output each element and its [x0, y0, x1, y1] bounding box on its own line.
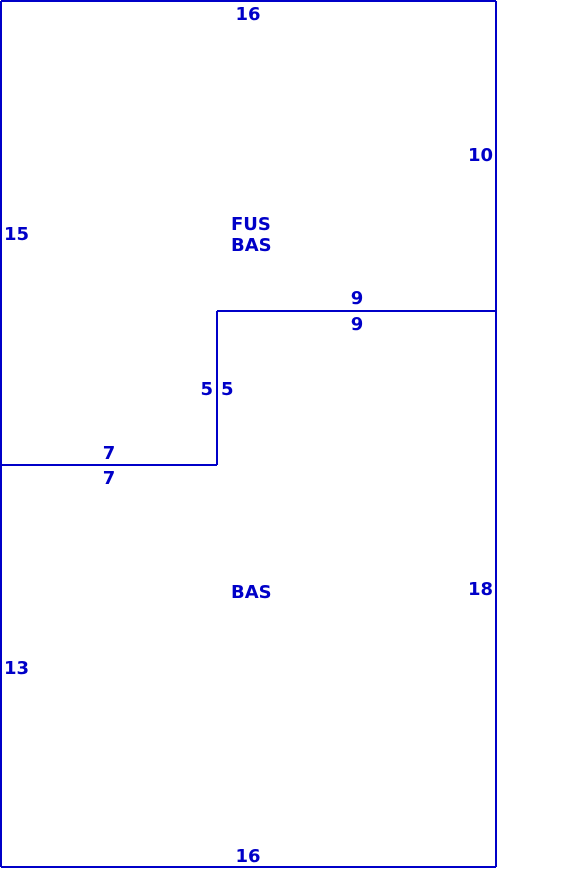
- dim-step-top-above: 9: [351, 288, 364, 309]
- dim-right-lower: 18: [468, 579, 493, 600]
- dim-bottom: 16: [235, 846, 260, 867]
- dim-top: 16: [235, 4, 260, 25]
- dim-step-top-below: 9: [351, 314, 364, 335]
- area-label-upper-bas: BAS: [231, 235, 272, 256]
- dim-step-bottom-below: 7: [103, 468, 116, 489]
- dim-left-upper: 15: [4, 224, 29, 245]
- area-label-upper-fus: FUS: [231, 214, 271, 235]
- dim-right-upper: 10: [468, 145, 493, 166]
- dim-step-vertical-right: 5: [221, 379, 234, 400]
- dim-step-vertical-left: 5: [200, 379, 213, 400]
- area-label-lower-bas: BAS: [231, 582, 272, 603]
- dim-left-lower: 13: [4, 658, 29, 679]
- dim-step-bottom-above: 7: [103, 443, 116, 464]
